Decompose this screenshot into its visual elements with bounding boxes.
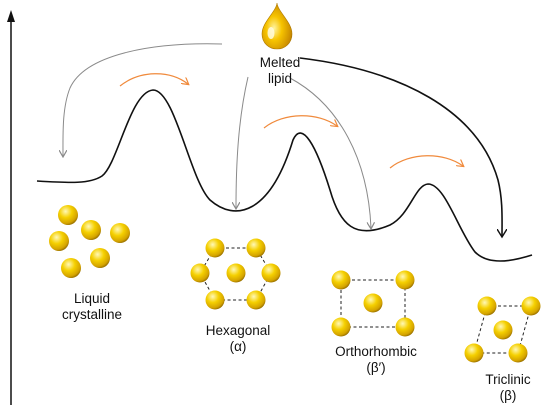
triclinic-label: Triclinic (β) <box>485 372 531 403</box>
energy-landscape-curve <box>36 89 533 262</box>
lipid-molecule <box>90 248 110 268</box>
transition-arrow-to-hexagonal <box>236 76 249 208</box>
lipid-molecule <box>363 293 383 313</box>
lipid-molecule <box>205 238 225 258</box>
transition-arrow-to-triclinic <box>299 57 502 236</box>
oil-droplet-icon <box>261 2 293 50</box>
polymorphic-arrow-3 <box>389 155 463 169</box>
lipid-molecule <box>81 220 101 240</box>
lipid-molecule <box>205 290 225 310</box>
lipid-molecule <box>521 296 541 316</box>
liquid-crystalline-cluster <box>49 205 130 278</box>
energy-axis-arrowhead-icon <box>7 10 15 22</box>
lipid-molecule <box>58 205 78 225</box>
polymorphic-arrow-1 <box>119 73 188 87</box>
hexagonal-lattice <box>190 238 281 310</box>
lipid-molecule <box>395 270 415 290</box>
melted-lipid-label: Melted lipid <box>259 55 301 86</box>
lipid-molecule <box>331 270 351 290</box>
lipid-molecule <box>246 238 266 258</box>
lipid-molecule <box>464 343 484 363</box>
lipid-molecule <box>261 263 281 283</box>
lipid-molecule <box>49 231 69 251</box>
lipid-molecule <box>477 296 497 316</box>
transition-arrow-to-orthorhombic <box>289 77 371 228</box>
lipid-molecule <box>395 317 415 337</box>
lipid-molecule <box>226 263 246 283</box>
lipid-molecule <box>493 320 513 340</box>
lipid-molecule <box>190 263 210 283</box>
orthorhombic-label: Orthorhombic (β′) <box>335 344 417 375</box>
polymorphic-arrow-2 <box>263 115 337 129</box>
lipid-molecule <box>61 258 81 278</box>
transition-arrow-to-liquid-crystalline <box>63 43 223 156</box>
lipid-molecule <box>110 223 130 243</box>
hexagonal-label: Hexagonal (α) <box>205 323 271 354</box>
lipid-molecule <box>246 290 266 310</box>
liquid-crystalline-label: Liquid crystalline <box>61 291 123 322</box>
orthorhombic-lattice <box>331 270 415 337</box>
lipid-molecule <box>331 317 351 337</box>
triclinic-lattice <box>464 296 541 363</box>
lipid-molecule <box>508 343 528 363</box>
